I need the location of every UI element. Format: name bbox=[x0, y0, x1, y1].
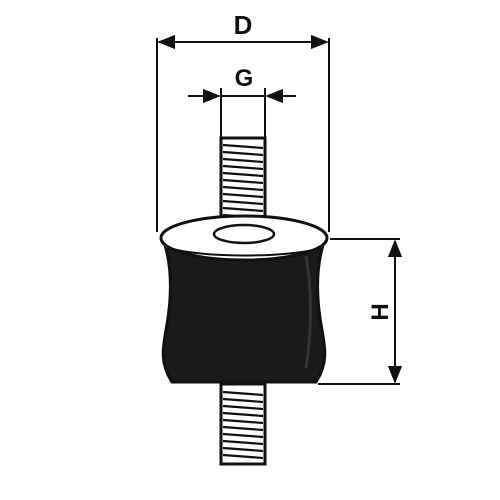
dimension-g-label: G bbox=[235, 65, 254, 92]
thread-line bbox=[222, 164, 264, 171]
thread-line bbox=[222, 425, 264, 432]
dimension-h: H bbox=[318, 238, 403, 385]
thread-line bbox=[222, 206, 264, 213]
dimension-d-label: D bbox=[234, 10, 253, 40]
thread-line bbox=[222, 404, 264, 411]
dimension-d: D bbox=[156, 10, 330, 232]
thread-line bbox=[222, 446, 264, 453]
dimension-g: G bbox=[188, 65, 296, 138]
thread-line bbox=[222, 199, 264, 206]
dimension-h-label: H bbox=[367, 303, 394, 320]
thread-line bbox=[222, 185, 264, 192]
thread-line bbox=[222, 418, 264, 425]
top-metal-plate bbox=[159, 214, 329, 262]
thread-line bbox=[222, 192, 264, 199]
thread-line bbox=[222, 432, 264, 439]
thread-line bbox=[222, 171, 264, 178]
thread-line bbox=[222, 157, 264, 164]
thread-line bbox=[222, 143, 264, 150]
thread-line bbox=[222, 390, 264, 397]
thread-line bbox=[222, 178, 264, 185]
bottom-threaded-stud bbox=[219, 382, 267, 466]
thread-line bbox=[222, 453, 264, 460]
thread-line bbox=[222, 150, 264, 157]
thread-line bbox=[222, 439, 264, 446]
thread-line bbox=[222, 411, 264, 418]
rubber-body bbox=[159, 234, 329, 384]
thread-line bbox=[222, 397, 264, 404]
